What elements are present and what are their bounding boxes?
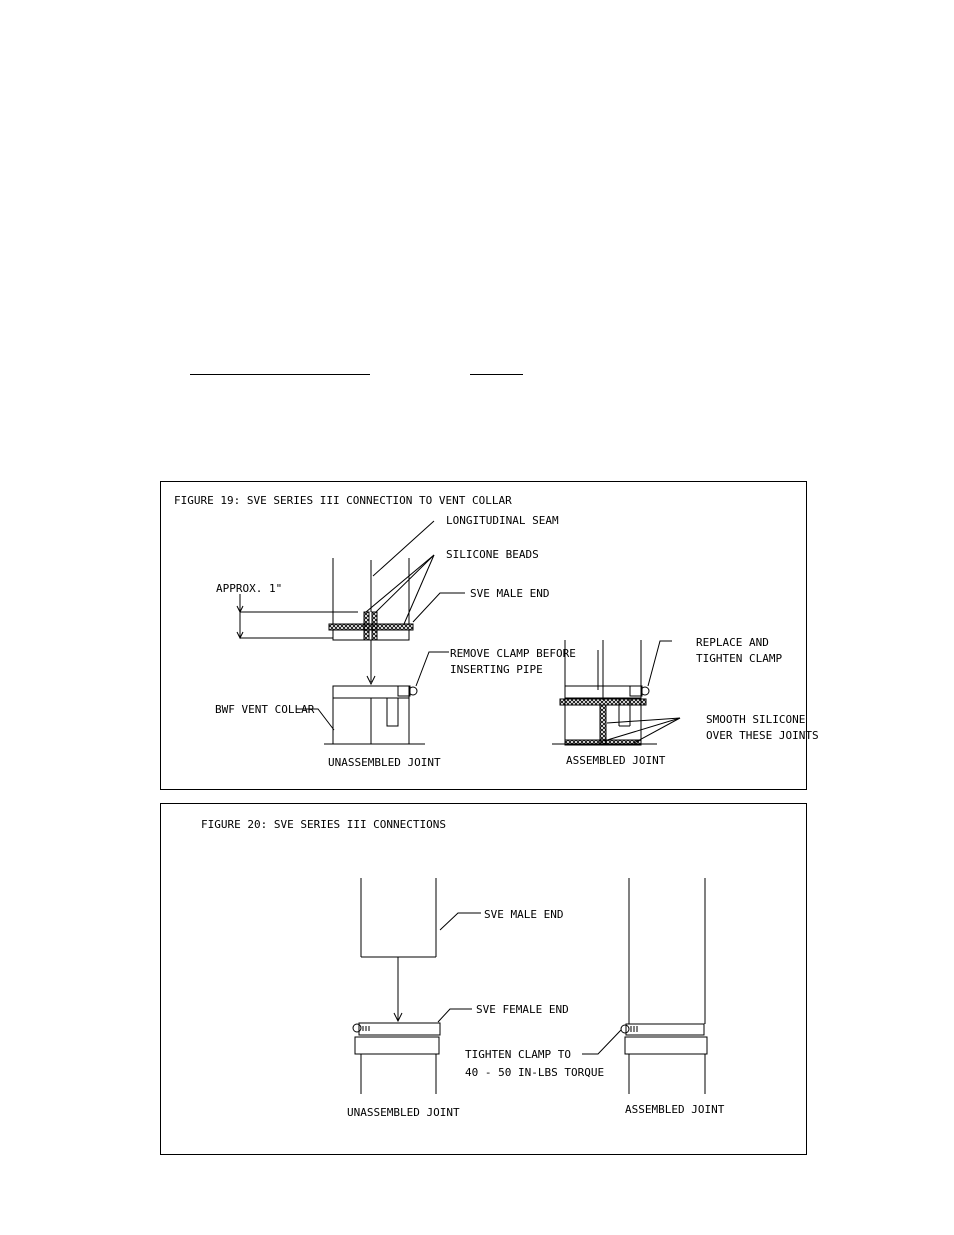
fig20-tighten-label-2: 40 - 50 IN-LBS TORQUE	[465, 1066, 604, 1079]
fig20-unassembled-label: UNASSEMBLED JOINT	[347, 1106, 460, 1119]
fig20-female-end	[352, 1008, 472, 1094]
fig19-remove-clamp-label-1: REMOVE CLAMP BEFORE	[450, 647, 576, 660]
fig19-silicone-beads-label: SILICONE BEADS	[446, 548, 539, 561]
fig19-assembled-joint	[552, 640, 681, 746]
fig20-tighten-label-1: TIGHTEN CLAMP TO	[465, 1048, 571, 1061]
fig20-female-end-label: SVE FEMALE END	[476, 1003, 569, 1016]
fig19-title: FIGURE 19: SVE SERIES III CONNECTION TO …	[174, 494, 512, 507]
header-rule-left	[190, 374, 370, 375]
fig19-male-end-label: SVE MALE END	[470, 587, 549, 600]
fig19-assembled-label: ASSEMBLED JOINT	[566, 754, 666, 767]
fig19-replace-clamp-label-1: REPLACE AND	[696, 636, 769, 649]
fig19-unassembled-label: UNASSEMBLED JOINT	[328, 756, 441, 769]
figure-19-frame	[160, 481, 807, 790]
fig20-male-pipe	[360, 878, 481, 1023]
fig19-smooth-silicone-label-2: OVER THESE JOINTS	[706, 729, 819, 742]
fig19-remove-clamp-label-2: INSERTING PIPE	[450, 663, 543, 676]
fig19-replace-clamp-label-2: TIGHTEN CLAMP	[696, 652, 782, 665]
fig19-smooth-silicone-label-1: SMOOTH SILICONE	[706, 713, 805, 726]
fig19-vent-collar	[296, 651, 449, 745]
fig19-approx-label: APPROX. 1"	[216, 582, 282, 595]
fig20-assembled-label: ASSEMBLED JOINT	[625, 1103, 725, 1116]
fig19-approx-dimension	[236, 594, 358, 640]
fig19-longitudinal-seam-label: LONGITUDINAL SEAM	[446, 514, 559, 527]
fig20-title: FIGURE 20: SVE SERIES III CONNECTIONS	[201, 818, 446, 831]
fig19-bwf-vent-collar-label: BWF VENT COLLAR	[215, 703, 315, 716]
fig19-leaders-top	[365, 520, 465, 625]
fig20-male-end-label: SVE MALE END	[484, 908, 563, 921]
fig20-assembled-joint	[582, 878, 708, 1094]
figure-20-frame	[160, 803, 807, 1155]
header-rule-right	[470, 374, 523, 375]
